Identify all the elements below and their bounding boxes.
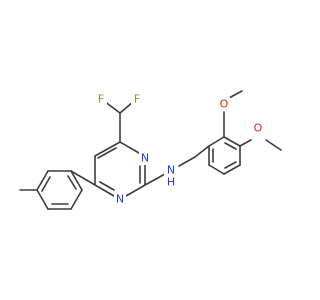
bond-ar-4-5 <box>223 164 241 175</box>
bond-c2-n1 <box>125 184 146 197</box>
atom-n-ring-bottom: N <box>114 192 126 206</box>
bond-tol-5-6 <box>70 189 83 210</box>
atom-f2: F <box>131 92 143 106</box>
atom-o-lower-label: O <box>254 122 263 135</box>
atom-f2-label: F <box>134 93 140 106</box>
atom-layer: F F N N N H O O <box>95 92 264 206</box>
bond-c6-tolyl <box>70 170 96 186</box>
atom-nh: N H <box>164 163 178 189</box>
atom-nh-h-label: H <box>167 176 175 189</box>
bond-c4-c5-double <box>97 147 117 159</box>
atom-o-upper: O <box>218 97 230 111</box>
atom-n-ring-top: N <box>139 151 151 165</box>
atom-f1-label: F <box>98 93 104 106</box>
bond-nh-ch2a <box>178 156 196 167</box>
bond-o-upper-ch3 <box>228 90 243 99</box>
atom-o-upper-label: O <box>220 98 229 111</box>
bond-tol-6-1-double <box>67 175 77 190</box>
bond-tol-3-4 <box>36 189 49 210</box>
bond-ar-1-2 <box>208 136 225 147</box>
atom-nh-label: N <box>167 164 175 177</box>
bond-tol-2-3-double <box>41 176 51 192</box>
bond-ar-5-6 <box>208 164 225 175</box>
bond-ar-4-5-double <box>224 161 237 169</box>
bond-ar-o-lower <box>239 139 252 147</box>
bond-o-lower-ch3 <box>265 139 282 151</box>
bond-ar-2-3-double <box>224 142 237 150</box>
bond-c6-n1-double <box>99 181 115 191</box>
bond-c4-c5 <box>94 141 121 157</box>
atom-o-lower: O <box>252 121 264 135</box>
bond-c6-n1 <box>94 184 115 197</box>
atom-n-ring-bottom-label: N <box>116 193 124 206</box>
bond-ar-2-3 <box>223 136 241 147</box>
molecule-diagram: F F N N N H O O <box>19 90 282 210</box>
bond-layer <box>19 90 282 210</box>
atom-n-ring-top-label: N <box>141 152 149 165</box>
bond-c4-n3 <box>119 141 140 154</box>
bond-f2-chf2 <box>119 101 134 114</box>
atom-f1: F <box>95 92 107 106</box>
bond-tol-2-3 <box>36 170 49 191</box>
bond-ch2a-ch2b <box>194 145 210 158</box>
bond-c2-nh <box>144 173 166 186</box>
bond-tol-6-1 <box>70 170 83 191</box>
